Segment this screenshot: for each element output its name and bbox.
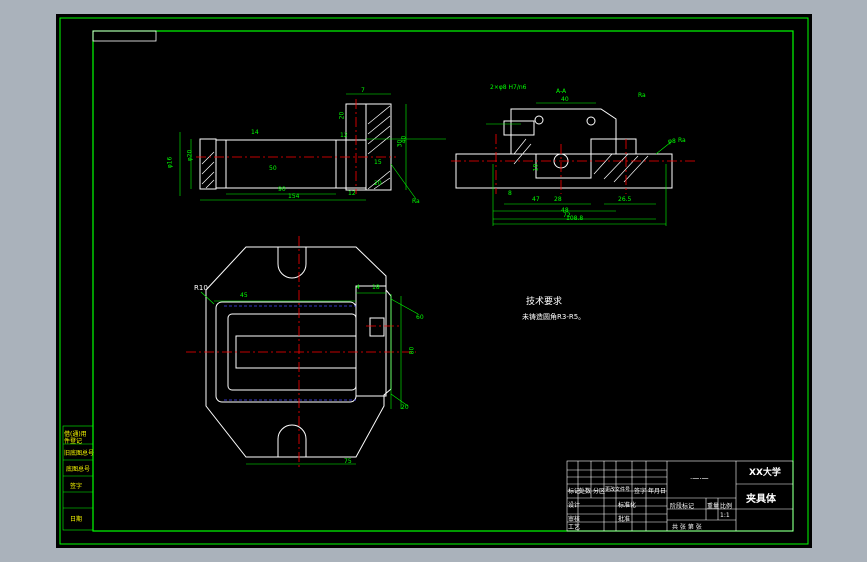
top-view-centerlines: [186, 236, 416, 470]
cad-drawing-canvas: φ16 φ20 14 50 90 154 30 20 7 12 15 20 12…: [56, 14, 812, 548]
top-view-hidden-lines: [224, 305, 356, 401]
front-dim-154: 154: [288, 193, 300, 200]
section-view-centerlines: [451, 134, 696, 194]
section-dim-72: 72: [563, 212, 571, 219]
tb-header-zone: 分区: [593, 488, 606, 495]
tb-scale-value: 1:1: [720, 512, 730, 519]
tb-header-mark: 标记: [568, 488, 581, 495]
top-dim-80: 80: [408, 346, 416, 355]
tech-req-title: 技术要求: [526, 297, 563, 307]
tb-row-approve: 批准: [618, 516, 631, 523]
section-view-dims: [486, 102, 672, 226]
front-dim-40: 40: [400, 135, 408, 144]
section-dim-48: 48: [561, 207, 569, 214]
section-spec-right: φ8: [668, 138, 676, 145]
front-view: [199, 103, 392, 191]
front-dim-14: 14: [251, 129, 259, 136]
front-view-centerlines: [196, 99, 396, 194]
tb-header-date: 年月日: [648, 488, 667, 495]
tb-sheet-info: 共 张 第 张: [672, 524, 702, 531]
hole-note: 2×φ8 H7/n6: [490, 84, 527, 91]
section-view: [455, 108, 673, 189]
top-dim-4: 4: [356, 284, 360, 291]
front-view-dims: [179, 93, 446, 201]
tb-row-process: 工艺: [568, 524, 581, 531]
title-block-grid: [566, 460, 794, 532]
top-dim-20: 20: [401, 404, 409, 411]
tb-row-standard: 标准化: [618, 502, 637, 509]
front-dim-20: φ20: [186, 149, 194, 162]
section-dim-40: 40: [561, 96, 569, 103]
tech-req-note: 未铸造圆角R3-R5。: [522, 313, 586, 321]
front-dim-20c: 20: [374, 180, 382, 187]
drawing-svg: [59, 17, 809, 545]
tb-header-count: 处数: [579, 488, 592, 495]
front-dim-7: 7: [361, 87, 365, 94]
front-dim-50: 50: [269, 165, 277, 172]
tb-header-change: 更改文件号: [605, 487, 631, 493]
section-roughness-r: Ra: [678, 137, 686, 144]
section-label: A-A: [556, 88, 567, 95]
sidebar-row-borrow: 借(通)用件登记: [64, 431, 87, 445]
tb-scale-header: 比例: [720, 503, 733, 510]
sidebar-row-sign: 签字: [70, 483, 83, 490]
front-view-hatch: [201, 105, 391, 190]
top-dim-60: 60: [416, 314, 424, 321]
section-roughness-tl: Ra: [638, 92, 646, 99]
top-left-box: [92, 30, 157, 42]
sidebar-row-date: 日期: [70, 516, 83, 523]
top-view-dims: [200, 291, 419, 465]
tb-row-design: 设计: [568, 502, 581, 509]
front-dim-90: 90: [278, 186, 286, 193]
front-dim-12: 12: [340, 132, 348, 139]
inner-frame: [92, 30, 794, 532]
sidebar-row-old-drawing: 旧底图总号: [64, 450, 95, 457]
tb-stage-header: 阶段标记: [670, 503, 695, 510]
drawing-number: ·一·一: [690, 475, 709, 483]
top-dim-18: 18: [372, 284, 380, 291]
sidebar-grid: [62, 425, 94, 531]
section-dim-108: 108.8: [566, 215, 584, 222]
section-dim-28: 28: [554, 196, 562, 203]
radius-label: R10: [194, 284, 208, 292]
section-dim-47: 47: [532, 196, 540, 203]
part-name: 夹具体: [746, 494, 776, 505]
tb-header-sign: 签字: [634, 488, 647, 495]
tb-weight-header: 重量: [707, 503, 720, 510]
outer-frame: [59, 17, 809, 545]
front-dim-16: φ16: [166, 156, 174, 169]
top-dim-45: 45: [240, 292, 248, 299]
section-dim-8: 8: [508, 190, 512, 197]
top-dim-75: 75: [344, 458, 352, 465]
section-dim-10: 10: [532, 163, 540, 172]
front-dim-12b: 12: [348, 190, 356, 197]
tb-row-review: 审核: [568, 516, 581, 523]
sidebar-row-drawing: 底图总号: [66, 466, 91, 473]
school-name: XX大学: [749, 468, 781, 478]
section-dim-265: 26.5: [618, 196, 632, 203]
front-dim-15: 15: [374, 159, 382, 166]
section-view-hatch: [513, 138, 649, 183]
front-roughness: Ra: [412, 198, 420, 205]
front-dim-20b: 20: [338, 111, 346, 120]
